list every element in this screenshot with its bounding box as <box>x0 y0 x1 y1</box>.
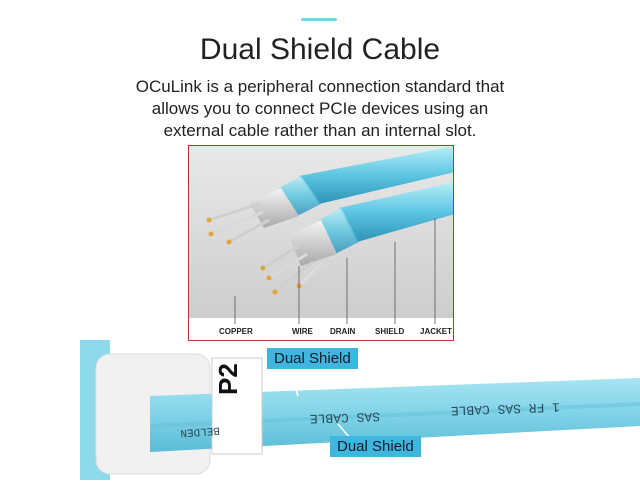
page-title: Dual Shield Cable <box>199 33 441 66</box>
description-line: external cable rather than an internal s… <box>163 121 477 140</box>
description-line: OCuLink is a peripheral connection stand… <box>135 77 505 96</box>
description-line: allows you to connect PCIe devices using… <box>151 99 489 118</box>
cable-print-main: 1 FR SAS CABLE <box>450 399 560 418</box>
label-drain: DRAIN <box>330 327 356 336</box>
upper-cable <box>206 146 453 245</box>
label-shield: SHIELD <box>375 327 405 336</box>
label-jacket: JACKET <box>420 327 452 336</box>
label-wire: WIRE <box>292 327 314 336</box>
cable-illustration: COPPER WIRE DRAIN SHIELD JACKET <box>189 146 453 340</box>
lower-cable <box>260 182 453 295</box>
label-copper: COPPER <box>219 327 253 336</box>
cable-print-brand: BELDEN <box>180 424 220 439</box>
plug-label: P2 <box>213 363 243 395</box>
callout-dual-shield-top: Dual Shield <box>267 348 358 369</box>
callout-dual-shield-bottom: Dual Shield <box>330 436 421 457</box>
cable-photo: P2 SAS CABLE 1 FR SAS CABLE BELDEN <box>0 340 640 480</box>
cable-print-top: SAS CABLE <box>309 409 380 426</box>
top-accent-bar <box>301 18 337 21</box>
cable-cross-section-diagram: COPPER WIRE DRAIN SHIELD JACKET <box>188 145 454 341</box>
description: OCuLink is a peripheral connection stand… <box>0 76 640 142</box>
